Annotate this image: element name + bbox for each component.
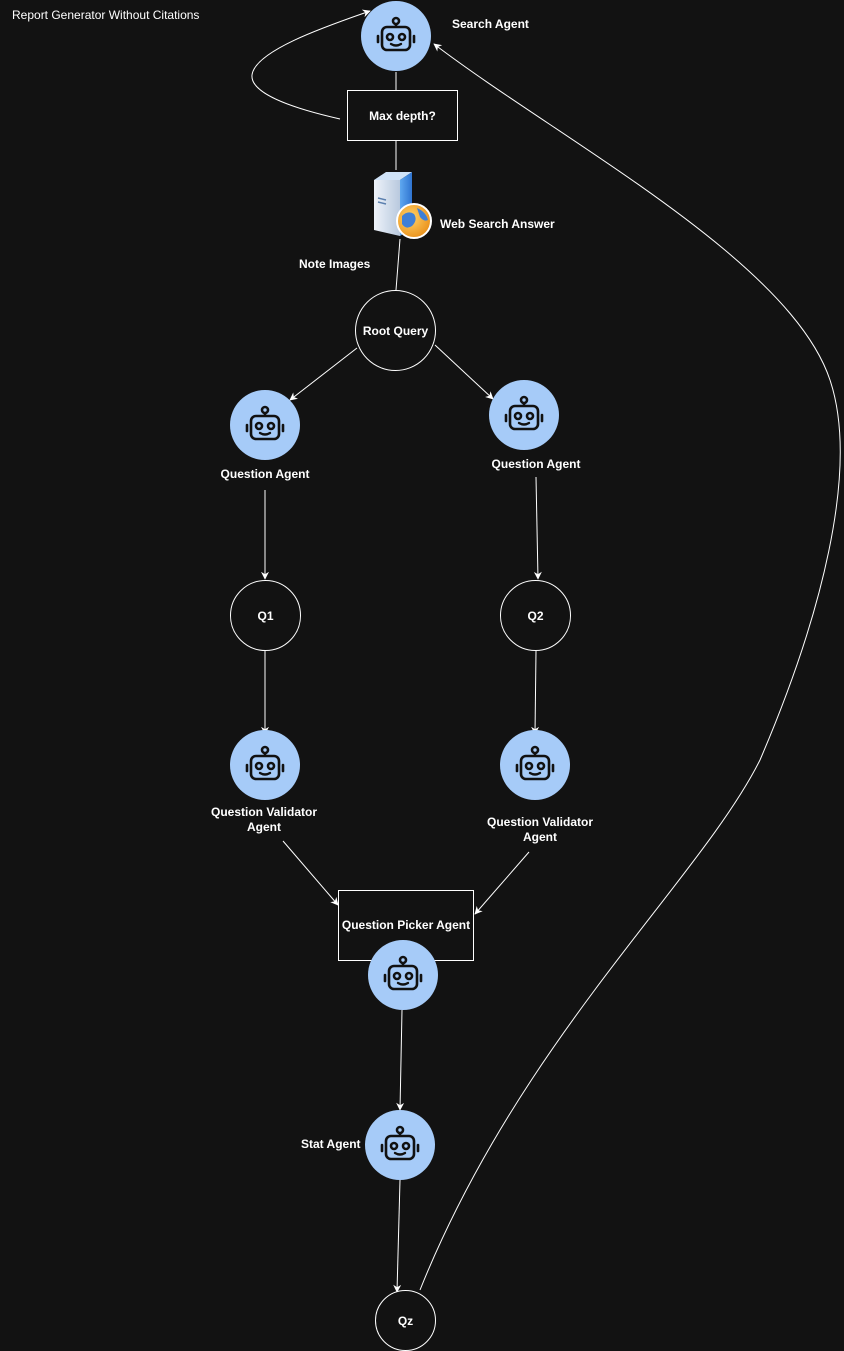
edge-validator-right-to-picker [474, 851, 530, 915]
search-agent-node[interactable] [361, 1, 431, 71]
note-images-label: Note Images [299, 257, 371, 271]
stat-agent-label: Stat Agent [301, 1137, 361, 1151]
q1-node[interactable]: Q1 [230, 580, 301, 651]
diagram-title: Report Generator Without Citations [12, 8, 200, 22]
robot-icon [245, 745, 285, 781]
question-agent-right-label: Question Agent [491, 457, 581, 471]
q2-node[interactable]: Q2 [500, 580, 571, 651]
edge-maxdepth-loop [251, 9, 371, 120]
edge-web-to-root [395, 238, 401, 291]
validator-right-label: Question Validator Agent [486, 815, 594, 844]
edge-stat-to-qz [393, 1179, 402, 1293]
robot-icon [376, 16, 416, 52]
robot-icon [380, 1125, 420, 1161]
robot-icon [245, 405, 285, 441]
web-search-answer-label: Web Search Answer [440, 217, 555, 231]
edge-root-to-qa-left [289, 347, 358, 401]
search-agent-label: Search Agent [452, 17, 529, 31]
validator-left-node[interactable] [230, 730, 300, 800]
question-agent-left-label: Question Agent [220, 467, 310, 481]
qz-node[interactable]: Qz [375, 1290, 436, 1351]
validator-right-node[interactable] [500, 730, 570, 800]
edge-root-to-qa-right [434, 344, 494, 400]
robot-icon [504, 395, 544, 431]
root-query-node[interactable]: Root Query [355, 290, 436, 371]
question-agent-left-node[interactable] [230, 390, 300, 460]
edge-q2-to-validator [531, 650, 540, 735]
question-picker-agent-node[interactable] [368, 940, 438, 1010]
max-depth-box[interactable]: Max depth? [347, 90, 458, 141]
web-server-icon [374, 172, 432, 239]
robot-icon [515, 745, 555, 781]
edge-validator-left-to-picker [282, 840, 339, 906]
edge-qz-to-search [419, 43, 841, 1291]
edge-qa-right-to-q2 [533, 476, 542, 580]
robot-icon [383, 955, 423, 991]
question-agent-right-node[interactable] [489, 380, 559, 450]
stat-agent-node[interactable] [365, 1110, 435, 1180]
validator-left-label: Question Validator Agent [210, 805, 318, 834]
edge-picker-to-stat [396, 1009, 405, 1111]
